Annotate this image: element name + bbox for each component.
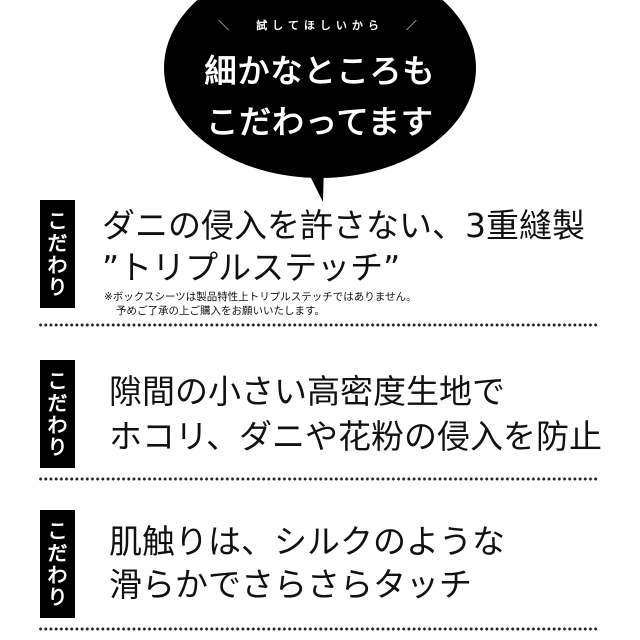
- tag-char: こ: [47, 369, 68, 393]
- feature-headline-line1: 隙間の小さい高密度生地で: [109, 372, 505, 411]
- slash-right: ／: [405, 19, 422, 32]
- bubble-subheading: ＼ 試してほしいから ／: [0, 16, 640, 36]
- feature-note-line1: ※ボックスシーツは製品特性上トリプルステッチではありません。: [104, 291, 417, 303]
- tag-char: わ: [47, 563, 68, 587]
- tag-char: こ: [47, 209, 68, 233]
- bubble-title-line1: 細かなところも: [204, 52, 436, 90]
- subheading-text: 試してほしいから: [256, 19, 384, 32]
- speech-bubble: [164, 0, 476, 178]
- tag-char: わ: [47, 413, 68, 437]
- feature-headline-line1: 肌触りは、シルクのような: [109, 522, 505, 561]
- dotted-divider: [38, 627, 598, 631]
- feature-headline-line2: ホコリ、ダニや花粉の侵入を防止: [109, 417, 603, 456]
- tag-char: だ: [47, 231, 68, 255]
- feature-headline-line2: ”トリプルステッチ”: [102, 248, 401, 287]
- tag-char: こ: [47, 519, 68, 543]
- dotted-divider: [38, 323, 598, 327]
- feature-headline-line2: 滑らかでさらさらタッチ: [109, 565, 472, 604]
- feature-note-line2: 予めご了承の上ご購入をお願いいたします。: [116, 305, 325, 317]
- kodawari-tag: こ だ わ り: [40, 510, 75, 618]
- slash-left: ＼: [218, 19, 235, 32]
- tag-char: り: [47, 275, 68, 299]
- dotted-divider: [38, 477, 598, 481]
- kodawari-tag: こ だ わ り: [40, 200, 75, 308]
- kodawari-tag: こ だ わ り: [40, 360, 75, 468]
- feature-headline-line1: ダニの侵入を許さない、3重縫製: [102, 206, 585, 245]
- bubble-title-line2: こだわってます: [206, 103, 434, 141]
- tag-char: わ: [47, 253, 68, 277]
- tag-char: だ: [47, 391, 68, 415]
- tag-char: り: [47, 585, 68, 609]
- tag-char: だ: [47, 541, 68, 565]
- tag-char: り: [47, 435, 68, 459]
- speech-bubble-tail: [302, 160, 324, 202]
